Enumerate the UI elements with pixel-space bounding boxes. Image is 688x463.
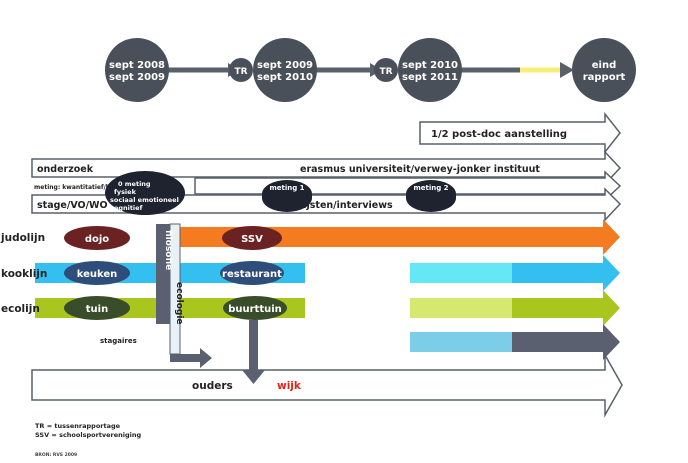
stage-label: stage/VO/WO	[37, 200, 108, 211]
lijsten-label: lijsten/interviews	[300, 200, 393, 211]
stagaires-label: stagaires	[100, 337, 137, 345]
legend-ssv: SSV = schoolsportvereniging	[35, 431, 142, 439]
tr-label: TR	[234, 67, 247, 77]
kooklijn-label: kooklijn	[1, 268, 47, 280]
tuin-label: tuin	[86, 304, 108, 315]
postdoc-label: 1/2 post-doc aanstelling	[431, 129, 567, 140]
legend-tr: TR = tussenrapportage	[35, 422, 121, 430]
milestone-line1: eind	[592, 60, 617, 71]
buurttuin-label: buurttuin	[228, 304, 282, 315]
dojo-label: dojo	[85, 234, 109, 245]
kooklijn-arrow	[512, 255, 620, 291]
zero-meting-line: fysiek	[114, 188, 137, 196]
tuin-ellipse	[64, 296, 130, 320]
arrow-head-icon	[560, 62, 574, 78]
keuken-ellipse	[64, 261, 130, 285]
meting1-label: meting 1	[269, 184, 304, 192]
zero-meting-ellipse	[105, 171, 185, 215]
milestone-line1: sept 2008	[109, 60, 165, 71]
meting-type-label: meting: kwantitatief/kwalitatief	[34, 184, 142, 191]
milestone-line2: sept 2009	[109, 72, 165, 83]
grey-band-light	[410, 332, 512, 352]
milestone-line2: sept 2011	[402, 72, 458, 83]
ecologie-label: ecologie	[174, 282, 184, 325]
ecolijn-arrow	[512, 290, 620, 326]
milestone-line2: sept 2010	[257, 72, 313, 83]
meting2-ellipse	[406, 180, 456, 212]
tr-circle	[374, 58, 398, 82]
buurttuin-down-bar	[249, 320, 258, 372]
milestone-circle	[398, 38, 462, 102]
ssv-label: SSV	[241, 234, 263, 245]
ecolijn-band-light	[410, 298, 512, 318]
ssv-ellipse	[222, 226, 282, 250]
onderzoek-label: onderzoek	[37, 164, 94, 175]
judolijn-arrow	[160, 219, 620, 255]
zero-meting-line: cognitief	[110, 204, 143, 212]
milestone-line1: sept 2010	[402, 60, 458, 71]
milestone-circle	[253, 38, 317, 102]
restaurant-label: restaurant	[222, 269, 282, 280]
judolijn-label: judolijn	[0, 232, 45, 244]
milestone-circle	[105, 38, 169, 102]
source-label: BRON: RVS 2009	[35, 452, 77, 458]
tr-label: TR	[379, 67, 392, 77]
milestone-line2: rapport	[583, 72, 626, 83]
tr-circle	[229, 58, 253, 82]
restaurant-ellipse	[220, 261, 284, 285]
buurttuin-ellipse	[223, 296, 287, 320]
milestone-line1: sept 2009	[257, 60, 313, 71]
grey-lane-arrow	[512, 324, 620, 360]
filosofie-label: filosofie	[163, 230, 173, 270]
milestone-circle	[572, 38, 636, 102]
ouders-band	[31, 352, 623, 418]
ouders-label: ouders	[192, 380, 233, 392]
filosofie-column	[156, 224, 170, 324]
meting2-label: meting 2	[413, 184, 448, 192]
timeline: sept 2008 sept 2009 TR sept 2009 sept 20…	[105, 38, 636, 102]
zero-meting-line: 0 meting	[118, 180, 151, 188]
erasmus-label: erasmus universiteit/verwey-jonker insti…	[300, 164, 540, 175]
ecolijn-label: ecolijn	[1, 303, 40, 315]
kooklijn-band-light	[410, 263, 512, 283]
dojo-ellipse	[64, 226, 130, 250]
postdoc-band	[419, 111, 621, 155]
column-arrow	[170, 348, 212, 368]
keuken-label: keuken	[77, 269, 118, 280]
meting1-ellipse	[262, 180, 312, 212]
zero-meting-line: sociaal emotioneel	[110, 196, 179, 204]
down-arrow-icon	[242, 370, 265, 384]
wijk-label: wijk	[277, 380, 302, 392]
